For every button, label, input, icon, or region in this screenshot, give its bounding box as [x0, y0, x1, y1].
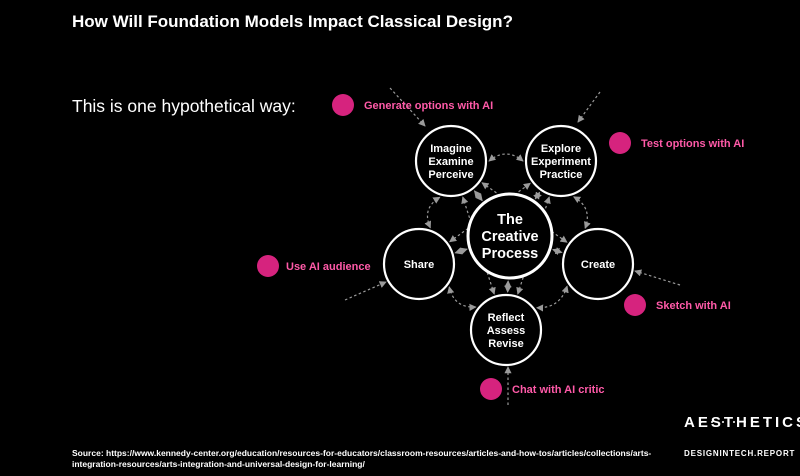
incoming-arrow — [634, 269, 681, 286]
center-label-line: Process — [482, 246, 538, 262]
incoming-arrow — [389, 87, 426, 127]
connector-arrow — [447, 286, 477, 311]
stage-label-line: Perceive — [428, 169, 473, 181]
ai-dot-icon — [257, 255, 279, 277]
site-url: DESIGNINTECH.REPORT — [684, 449, 796, 458]
ai-action-label: Test options with AI — [641, 138, 744, 150]
stage-circles: ImagineExaminePerceiveExploreExperimentP… — [382, 124, 635, 367]
connector-arrow — [533, 191, 542, 200]
ai-dot-icon — [480, 378, 502, 400]
stage-label-line: Create — [581, 259, 615, 271]
stage-label-line: Assess — [487, 325, 526, 337]
ai-action-label: Chat with AI critic — [512, 384, 605, 396]
stage-label-line: Practice — [540, 169, 583, 181]
ai-dot-icon — [624, 294, 646, 316]
connector-arrow — [454, 247, 468, 255]
ai-annotations: Generate options with AI Test options wit… — [257, 94, 744, 400]
stage-label-line: Explore — [541, 143, 581, 155]
ai-dot-icon — [609, 132, 631, 154]
source-citation: Source: https://www.kennedy-center.org/e… — [72, 448, 652, 469]
ai-action-test: Test options with AI — [609, 132, 744, 154]
connector-arrow — [424, 196, 441, 229]
ai-action-generate: Generate options with AI — [332, 94, 493, 116]
connector-arrow — [552, 247, 563, 256]
connector-arrow — [536, 285, 569, 312]
stage-label-line: Imagine — [430, 143, 472, 155]
connector-arrow — [504, 280, 512, 293]
stage-label-line: Share — [404, 259, 435, 271]
center-label-line: The — [497, 212, 523, 228]
stage-label-line: Reflect — [488, 312, 525, 324]
stage-create: Create — [561, 227, 635, 301]
ai-action-label: Use AI audience — [286, 261, 371, 273]
stage-label-line: Examine — [428, 156, 473, 168]
aesthetics-logo: AESTHETICS — [684, 414, 800, 431]
center-label-line: Creative — [481, 229, 538, 245]
subtitle: This is one hypothetical way: — [72, 96, 296, 116]
ai-dot-icon — [332, 94, 354, 116]
connector-arrow — [473, 190, 483, 202]
connector-arrow — [573, 196, 591, 230]
incoming-arrow — [344, 281, 387, 301]
logo-dots — [700, 410, 780, 423]
ai-action-sketch: Sketch with AI — [624, 294, 731, 316]
stage-label-line: Experiment — [531, 156, 591, 168]
ai-action-audience: Use AI audience — [257, 255, 371, 277]
stage-share: Share — [382, 227, 456, 301]
ai-action-label: Generate options with AI — [364, 100, 493, 112]
incoming-arrows — [344, 87, 681, 405]
ai-action-label: Sketch with AI — [656, 300, 731, 312]
incoming-arrow — [577, 91, 601, 123]
page-title: How Will Foundation Models Impact Classi… — [72, 12, 513, 31]
stage-label-line: Revise — [488, 338, 523, 350]
connector-arrow — [488, 153, 524, 162]
ai-action-critic: Chat with AI critic — [480, 378, 605, 400]
